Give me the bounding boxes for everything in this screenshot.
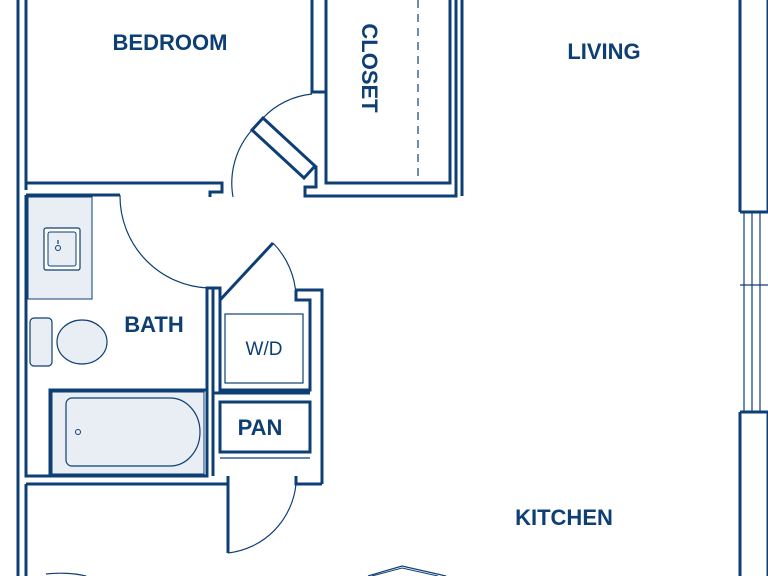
room-label-bath: BATH <box>124 312 183 337</box>
pantry-door <box>226 476 297 554</box>
room-label-living: LIVING <box>567 39 640 64</box>
toilet-icon <box>29 317 108 367</box>
room-label-kitchen: KITCHEN <box>515 505 613 530</box>
room-label-bedroom: BEDROOM <box>113 30 228 55</box>
bathtub-icon <box>51 391 205 475</box>
wd-door-swing <box>272 242 297 297</box>
room-label-washer-dryer: W/D <box>246 339 283 360</box>
bedroom-door <box>231 93 318 198</box>
kitchen-fixtures <box>45 565 447 576</box>
window-icon <box>740 212 768 412</box>
washer-dryer-box <box>224 313 304 384</box>
outer-walls <box>16 0 768 576</box>
bath-door <box>119 194 209 289</box>
wd-closet-walls <box>213 241 324 484</box>
room-label-closet: CLOSET <box>357 23 382 113</box>
sink-icon <box>43 227 81 271</box>
closet-walls <box>303 0 464 198</box>
kitchen-walls <box>24 482 228 576</box>
room-label-pantry: PAN <box>238 415 283 440</box>
